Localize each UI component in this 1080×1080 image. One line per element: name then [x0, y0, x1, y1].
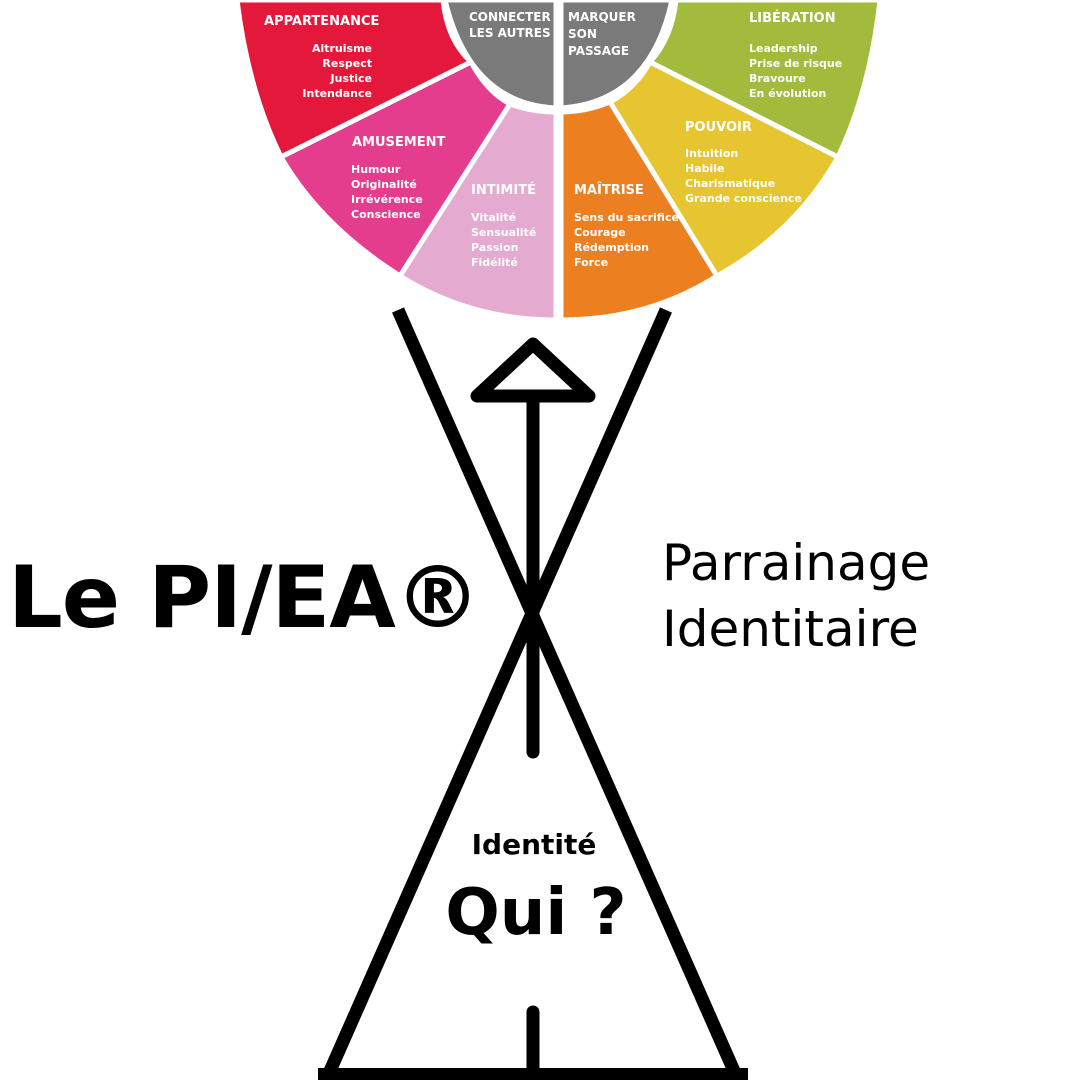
segment-item: Prise de risque [749, 57, 842, 70]
segment-item: Irrévérence [351, 193, 423, 206]
segment-pouvoir-text: POUVOIR Intuition Habile Charismatique G… [685, 120, 802, 205]
subtitle-line-2: Identitaire [662, 600, 919, 658]
segment-pouvoir [606, 58, 842, 280]
segment-amusement-text: AMUSEMENT Humour Originalité Irrévérence… [351, 135, 445, 221]
segment-item: Intendance [302, 87, 372, 100]
segment-item: Bravoure [749, 72, 806, 85]
hub-line: PASSAGE [568, 44, 629, 58]
cross-line-left [392, 307, 744, 1080]
segment-item: Conscience [351, 208, 421, 221]
hub-line: SON [568, 27, 597, 41]
hub-line: MARQUER [568, 10, 636, 24]
identity-label: Identité [471, 828, 597, 861]
hub-marquer [558, 0, 675, 111]
segment-item: Respect [322, 57, 372, 70]
hub-line: LES AUTRES [469, 26, 551, 40]
segment-item: Charismatique [685, 177, 775, 190]
segment-liberation [645, 0, 883, 161]
segment-item: Grande conscience [685, 192, 802, 205]
cross-line-right [320, 307, 672, 1080]
segment-item: Passion [471, 241, 518, 254]
hub-connecter [442, 0, 559, 111]
arrow-up-icon [470, 337, 596, 403]
hub-connecter-text: CONNECTER LES AUTRES [469, 10, 551, 40]
subtitle-line-1: Parrainage [662, 534, 931, 592]
segment-title: INTIMITÉ [471, 182, 536, 198]
diagram-title: Le PI/EA® [8, 548, 481, 648]
segment-title: AMUSEMENT [352, 135, 445, 150]
segment-item: Fidélité [471, 256, 518, 269]
segment-item: Sensualité [471, 226, 536, 239]
segment-liberation-text: LIBÉRATION Leadership Prise de risque Br… [749, 10, 842, 100]
hub-marquer-text: MARQUER SON PASSAGE [568, 10, 636, 58]
identity-question: Qui ? [445, 876, 627, 950]
segment-item: Vitalité [471, 211, 516, 224]
segment-appartenance-text: APPARTENANCE Altruisme Respect Justice I… [264, 14, 379, 100]
segment-title: LIBÉRATION [749, 10, 836, 26]
segment-item: Courage [574, 226, 626, 239]
segment-intimite-text: INTIMITÉ Vitalité Sensualité Passion Fid… [471, 182, 536, 269]
segment-item: Intuition [685, 147, 738, 160]
segment-item: Originalité [351, 178, 417, 191]
segment-item: Altruisme [312, 42, 372, 55]
segment-item: Justice [330, 72, 372, 85]
segment-item: En évolution [749, 87, 826, 100]
segment-item: Sens du sacrifice [574, 211, 679, 224]
segment-title: POUVOIR [685, 120, 752, 135]
segment-item: Humour [351, 163, 401, 176]
segment-maitrise-text: MAÎTRISE Sens du sacrifice Courage Rédem… [574, 182, 679, 269]
segment-item: Rédemption [574, 241, 649, 254]
segment-maitrise [558, 98, 721, 323]
segment-item: Force [574, 256, 608, 269]
segment-title: APPARTENANCE [264, 14, 379, 29]
segment-item: Leadership [749, 42, 818, 55]
diagram-subtitle: Parrainage Identitaire [662, 530, 930, 662]
segment-item: Habile [685, 162, 725, 175]
segment-title: MAÎTRISE [574, 182, 644, 198]
segment-amusement [277, 58, 514, 280]
segment-intimite [396, 100, 559, 323]
hub-line: CONNECTER [469, 10, 551, 24]
